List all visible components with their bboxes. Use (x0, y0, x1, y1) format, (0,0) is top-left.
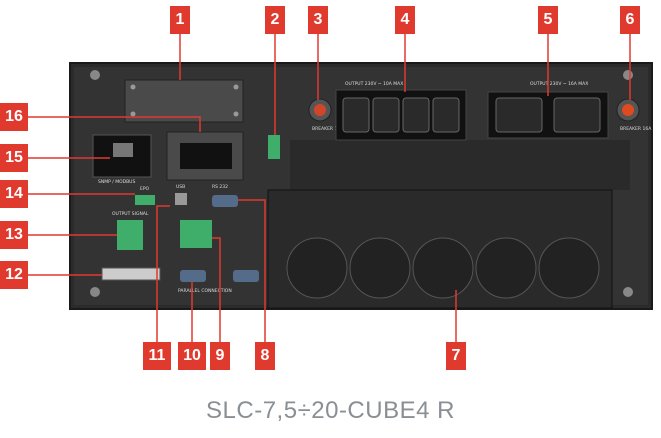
terminal-2 (268, 135, 280, 159)
screw-icon (90, 287, 100, 297)
output-right-label: OUTPUT 230V ~ 16A MAX (530, 81, 588, 87)
epo-label: EPO (140, 186, 150, 192)
callout-8: 8 (255, 342, 275, 370)
cable-glands (286, 237, 600, 299)
ethernet-port (113, 143, 133, 157)
intelligent-slot-opening (180, 143, 232, 169)
output-signal-terminals (117, 220, 143, 250)
callout-7: 7 (446, 342, 466, 370)
comm-slot-cover (124, 79, 244, 123)
callout-6: 6 (620, 6, 640, 34)
breaker-right-label: BREAKER 16A (620, 126, 652, 132)
rs232-port (212, 195, 238, 207)
callout-13: 13 (0, 221, 28, 249)
callout-16: 16 (0, 103, 28, 131)
usb-port (175, 193, 187, 205)
parallel-port-a (180, 270, 206, 282)
callout-14: 14 (0, 180, 28, 208)
callout-9: 9 (210, 342, 230, 370)
snmp-label: SNMP / MODBUS (98, 179, 135, 185)
callout-4: 4 (395, 6, 415, 34)
output-signal-label: OUTPUT SIGNAL (112, 211, 149, 217)
vent-grille (290, 140, 630, 190)
output-top-label: OUTPUT 230V ~ 10A MAX (345, 81, 403, 87)
breaker-left-label: BREAKER 10A (312, 126, 344, 132)
screw-icon (90, 70, 100, 80)
callout-12: 12 (0, 261, 28, 289)
dip-switch-strip (101, 267, 161, 281)
rs232-label: RS 232 (212, 184, 228, 190)
screw-icon (623, 70, 633, 80)
model-caption: SLC-7,5÷20-CUBE4 R (206, 397, 455, 424)
usb-label: USB (176, 184, 185, 190)
epo-terminal (135, 195, 155, 205)
parallel-label: PARALLEL CONNECTION (178, 288, 232, 294)
input-signal-terminals (180, 220, 212, 248)
leader-lines (28, 34, 631, 342)
screw-icon (623, 287, 633, 297)
parallel-port-b (233, 270, 259, 282)
callout-5: 5 (538, 6, 558, 34)
callout-11: 11 (143, 342, 171, 370)
callout-3: 3 (308, 6, 328, 34)
callout-1: 1 (170, 6, 190, 34)
callout-2: 2 (265, 6, 285, 34)
callout-10: 10 (178, 342, 206, 370)
callout-15: 15 (0, 144, 28, 172)
